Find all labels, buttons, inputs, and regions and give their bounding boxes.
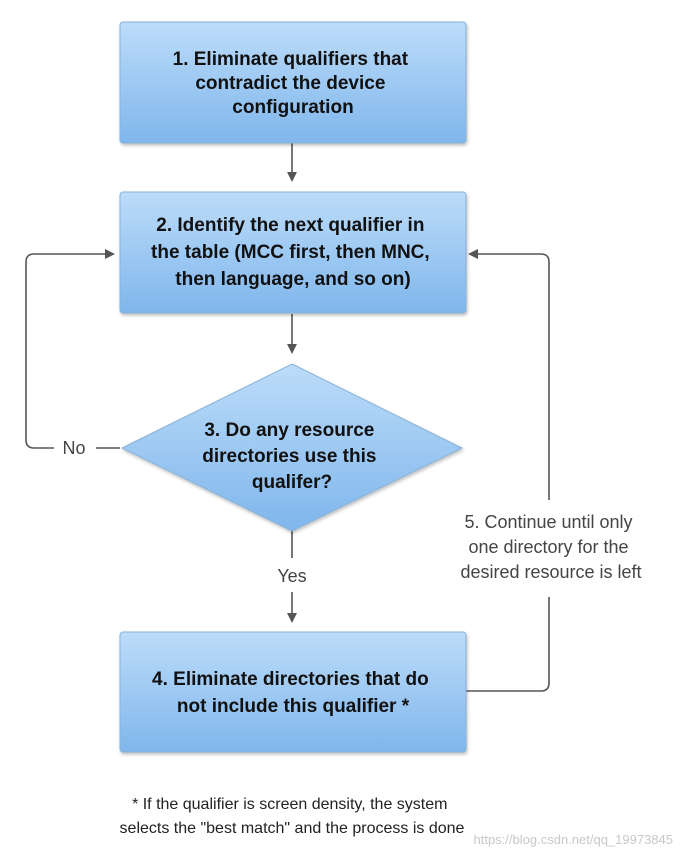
step3-label: 3. Do any resource directories use this …	[202, 420, 382, 493]
step4-label: 4. Eliminate directories that do not inc…	[152, 669, 434, 717]
footnote: * If the qualifier is screen density, th…	[120, 796, 465, 837]
yes-label: Yes	[277, 566, 306, 586]
step3-line: directories use this	[202, 446, 376, 467]
step3-line: qualifer?	[252, 472, 332, 493]
step2-line: the table (MCC first, then MNC,	[151, 242, 430, 263]
step3-diamond: 3. Do any resource directories use this …	[120, 363, 464, 532]
step4-line: 4. Eliminate directories that do	[152, 669, 429, 690]
loop-label-line: 5. Continue until only	[464, 512, 632, 532]
step4-box: 4. Eliminate directories that do not inc…	[119, 631, 467, 753]
step2-label: 2. Identify the next qualifier in the ta…	[151, 215, 435, 290]
loop-label-line: one directory for the	[468, 537, 628, 557]
no-label: No	[62, 438, 85, 458]
step4-line: not include this qualifier *	[177, 696, 410, 717]
step1-label: 1. Eliminate qualifiers that contradict …	[173, 49, 414, 118]
edge-no-loop-line	[25, 249, 115, 449]
step1-line: contradict the device	[195, 73, 385, 94]
step1-line: 1. Eliminate qualifiers that	[173, 49, 409, 70]
step2-line: then language, and so on)	[175, 269, 410, 290]
step3-line: 3. Do any resource	[204, 420, 374, 441]
step2-box: 2. Identify the next qualifier in the ta…	[119, 191, 467, 314]
loop-label: 5. Continue until only one directory for…	[460, 512, 641, 582]
footnote-line: * If the qualifier is screen density, th…	[132, 796, 447, 813]
edge-step4-loop-bottom	[466, 597, 550, 692]
loop-label-line: desired resource is left	[460, 562, 641, 582]
footnote-line: selects the "best match" and the process…	[120, 820, 465, 837]
watermark: https://blog.csdn.net/qq_19973845	[474, 832, 674, 847]
edge-step4-loop-top	[468, 249, 550, 500]
step1-box: 1. Eliminate qualifiers that contradict …	[119, 21, 467, 144]
step2-line: 2. Identify the next qualifier in	[156, 215, 424, 236]
step1-line: configuration	[232, 97, 353, 118]
